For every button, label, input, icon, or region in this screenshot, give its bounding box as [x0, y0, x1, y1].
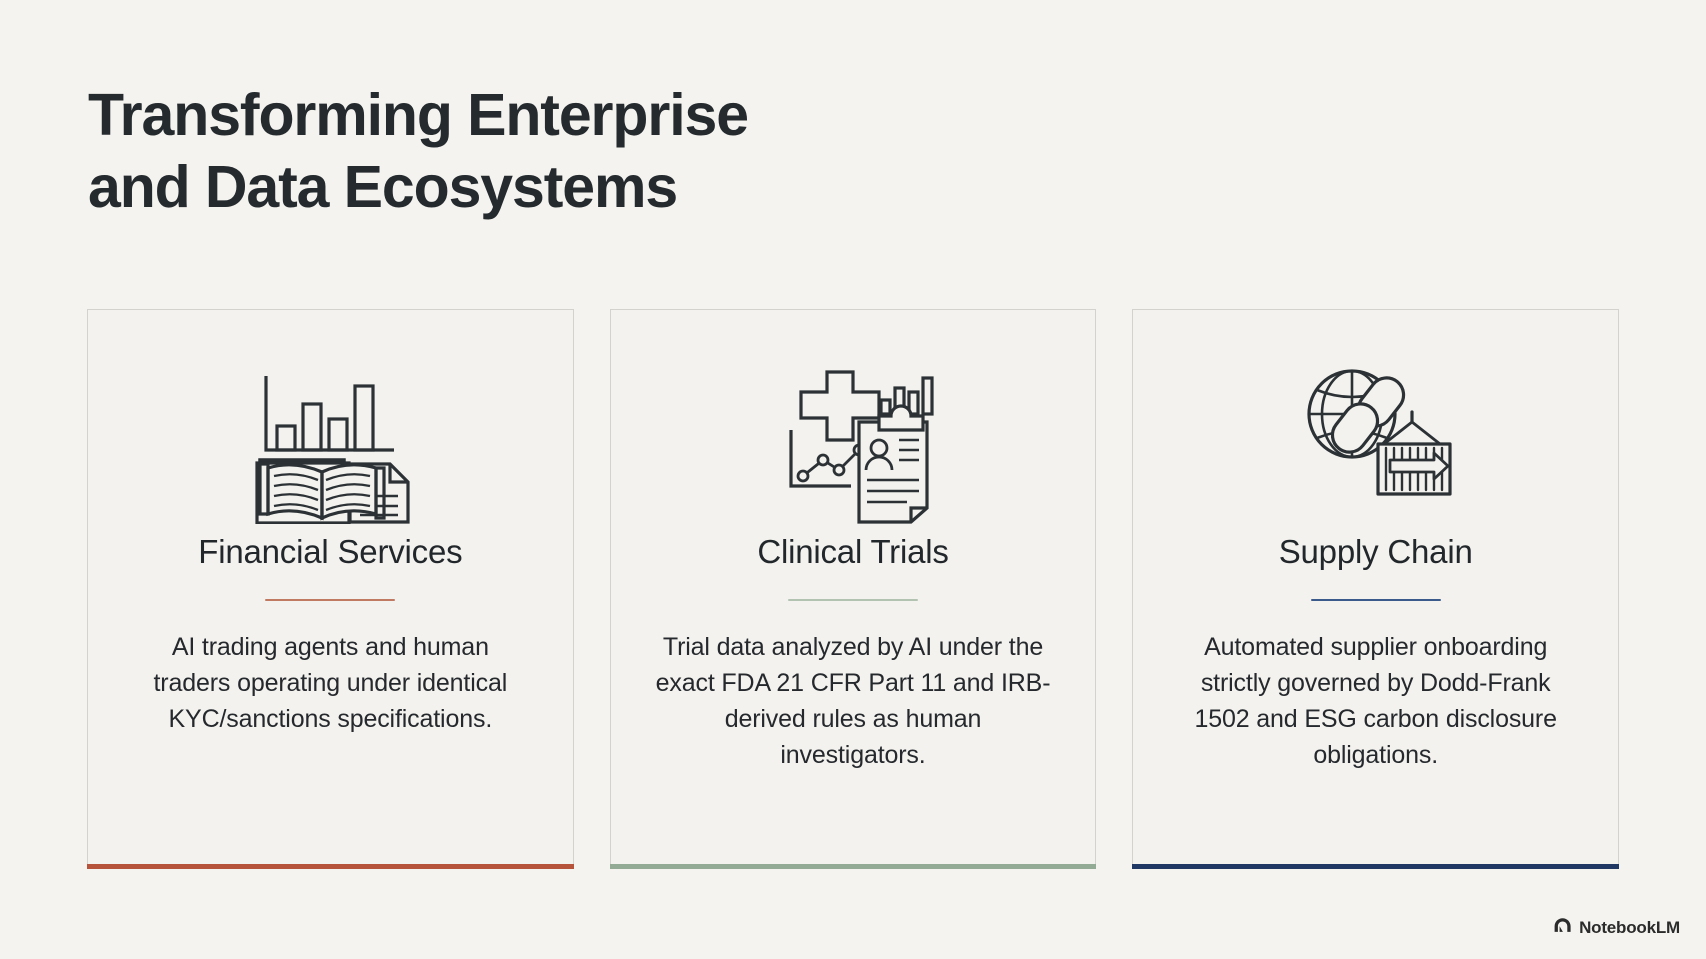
- card-financial-services[interactable]: Financial Services AI trading agents and…: [87, 309, 574, 869]
- globe-chain-shipping-container-icon: [1290, 354, 1462, 534]
- card-title: Clinical Trials: [757, 533, 949, 570]
- card-body: Automated supplier onboarding strictly g…: [1194, 633, 1557, 770]
- bar-chart-book-document-icon: [244, 354, 416, 534]
- title-block: Transforming Enterprise and Data Ecosyst…: [88, 80, 1088, 224]
- card-accent-bar: [1132, 864, 1620, 869]
- notebooklm-watermark: NotebookLM: [1553, 917, 1680, 939]
- card-accent-bar: [87, 864, 574, 869]
- notebooklm-label: NotebookLM: [1579, 918, 1680, 937]
- medical-cross-clipboard-chart-icon: [767, 354, 939, 534]
- card-body: AI trading agents and human traders oper…: [153, 633, 508, 734]
- card-title: Supply Chain: [1278, 533, 1473, 570]
- card-accent-bar: [609, 864, 1097, 869]
- card-body: Trial data analyzed by AI under the exac…: [655, 633, 1051, 770]
- card-divider: [788, 599, 918, 602]
- notebooklm-logo-icon: [1553, 917, 1572, 939]
- card-divider: [1310, 599, 1441, 602]
- card-divider: [265, 599, 396, 602]
- page-title: Transforming Enterprise and Data Ecosyst…: [88, 82, 749, 220]
- card-clinical-trials[interactable]: Clinical Trials Trial data analyzed by A…: [609, 309, 1097, 869]
- card-supply-chain[interactable]: Supply Chain Automated supplier onboardi…: [1132, 309, 1620, 869]
- card-row: Financial Services AI trading agents and…: [87, 309, 1620, 869]
- card-title: Financial Services: [198, 533, 463, 570]
